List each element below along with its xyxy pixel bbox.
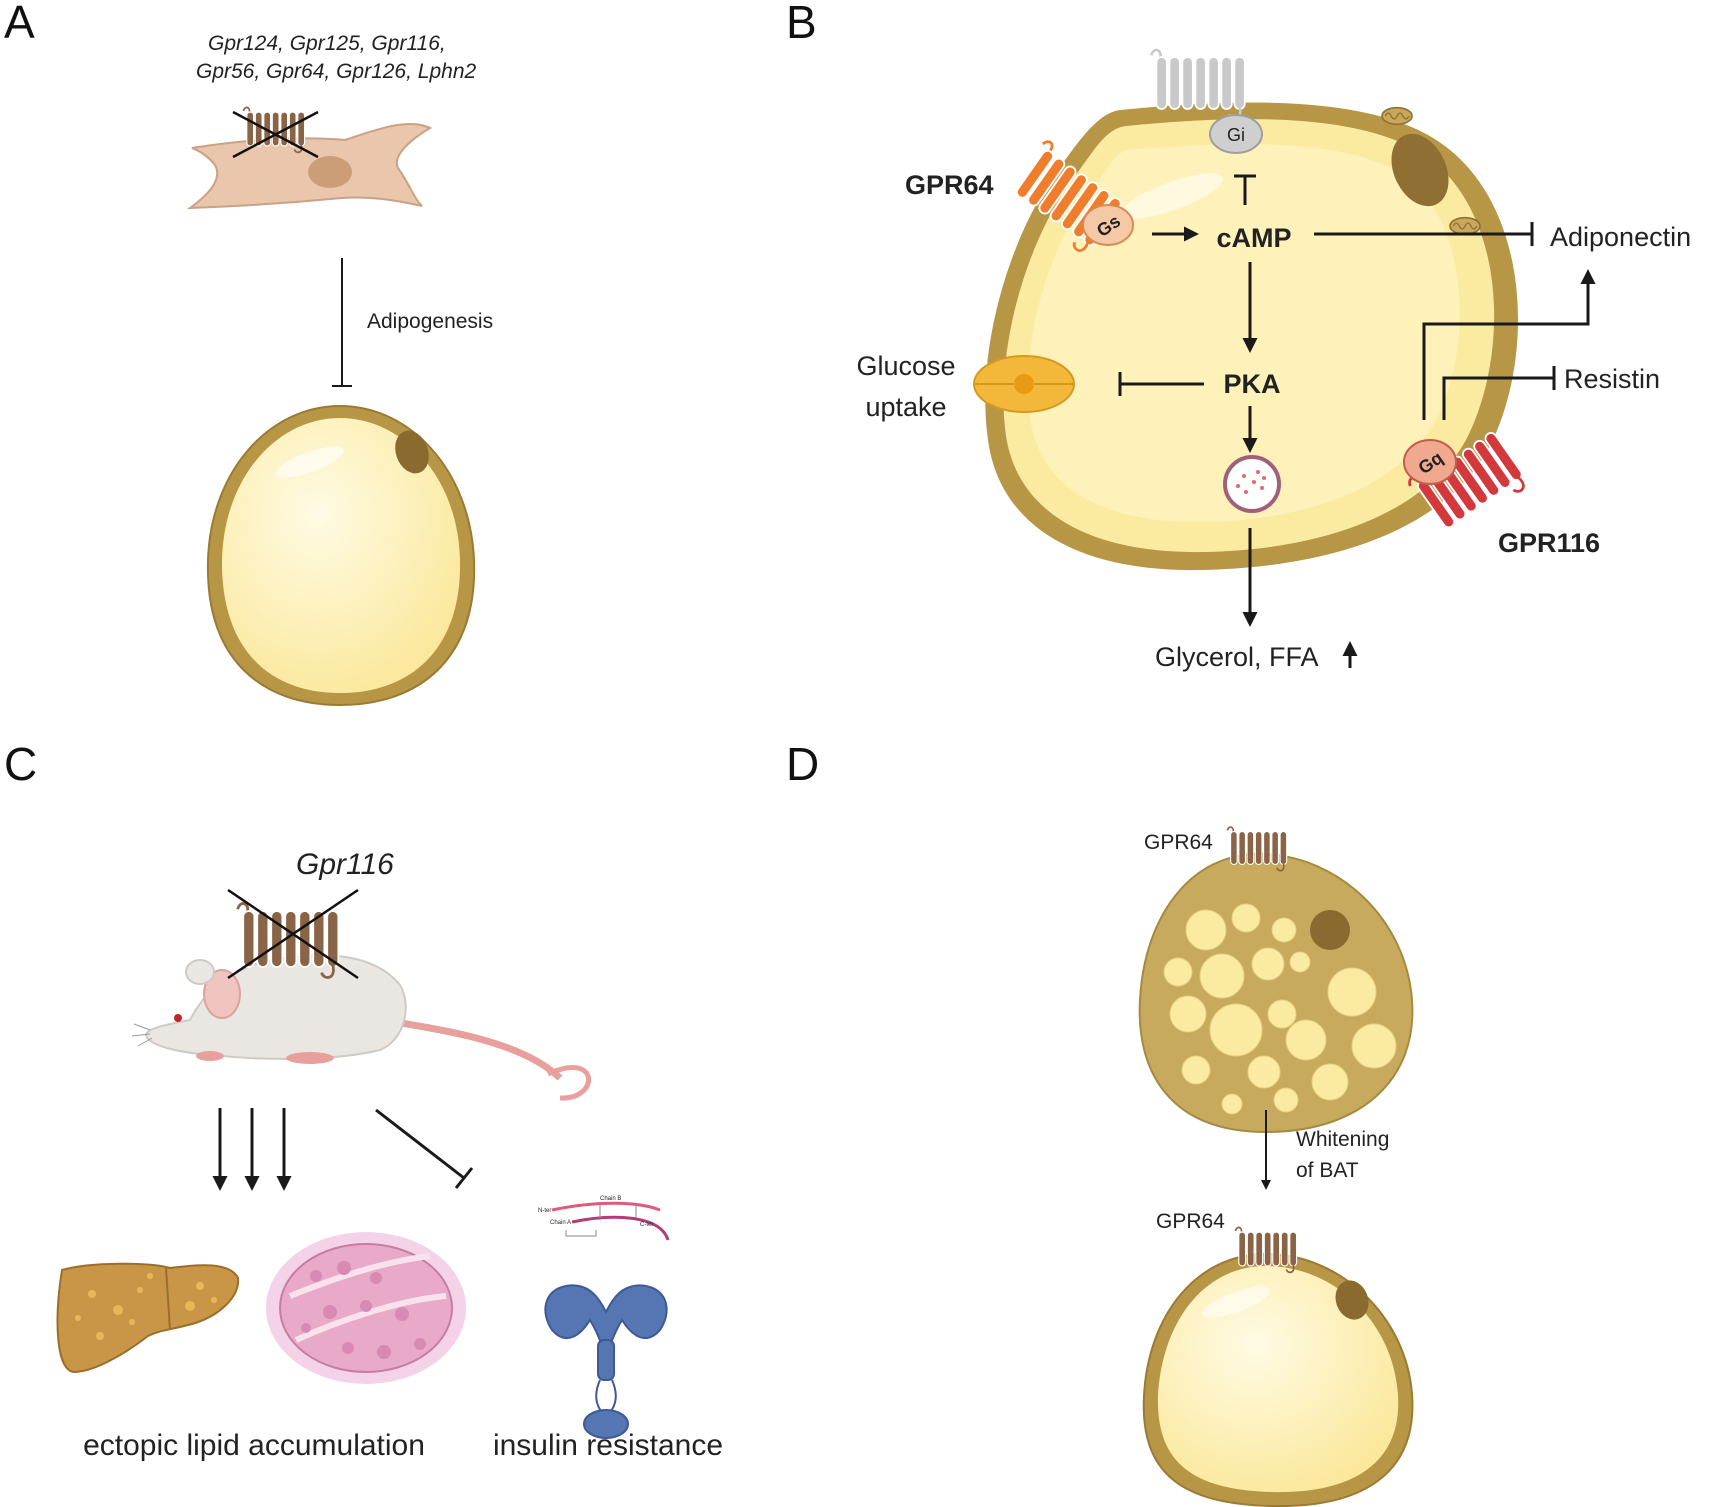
insulin-resistance-label: insulin resistance bbox=[493, 1429, 723, 1462]
pka-label: PKA bbox=[1223, 369, 1280, 399]
nucleus-b bbox=[1391, 133, 1449, 207]
panel-c: C Gpr116 bbox=[4, 738, 723, 1462]
fatty-liver-icon bbox=[56, 1262, 240, 1374]
panel-d: D GPR64 Whitening of BAT bbox=[786, 738, 1414, 1507]
gpr116-label-b: GPR116 bbox=[1498, 528, 1600, 558]
whitened-adipocyte-nucleus bbox=[1335, 1280, 1369, 1320]
brown-adipocyte bbox=[1138, 852, 1414, 1134]
whitening-label-line-2: of BAT bbox=[1296, 1159, 1359, 1182]
c-ter-label: C-ter bbox=[640, 1222, 653, 1228]
whitened-adipocyte bbox=[1142, 1252, 1414, 1507]
insulin-receptor-icon bbox=[544, 1284, 668, 1439]
mature-adipocyte bbox=[206, 404, 476, 707]
gpr64-receptor-bottom-icon bbox=[1234, 1226, 1298, 1274]
glycerol-ffa-label: Glycerol, FFA bbox=[1155, 642, 1319, 672]
insulin-inhibition-line bbox=[375, 1108, 465, 1180]
gq-to-adiponectin-arrow bbox=[1422, 269, 1596, 420]
knockout-cross-line bbox=[232, 110, 319, 159]
knockout-cross-line bbox=[227, 888, 359, 980]
mouse-eye bbox=[174, 1014, 182, 1022]
ectopic-lipid-label: ectopic lipid accumulation bbox=[83, 1429, 425, 1462]
brown-adipocyte-nucleus bbox=[1310, 910, 1350, 950]
glucose-uptake-label-line-2: uptake bbox=[865, 392, 946, 422]
gi-label: Gi bbox=[1227, 125, 1245, 145]
gene-list-line-2: Gpr56, Gpr64, Gpr126, Lphn2 bbox=[196, 60, 476, 83]
gene-label-c: Gpr116 bbox=[296, 848, 394, 881]
gpr64-label-top: GPR64 bbox=[1144, 831, 1213, 854]
gpr64-receptor-top-icon bbox=[1226, 825, 1288, 872]
gi-protein-icon bbox=[1209, 114, 1263, 154]
gq-protein-icon bbox=[1403, 439, 1457, 485]
gq-inhibits-resistin-line bbox=[1442, 376, 1554, 420]
panel-b-letter: B bbox=[786, 0, 817, 48]
insulin-chains-icon: Chain B Chain A N-ter C-ter bbox=[538, 1196, 670, 1241]
panel-b: B Gi Gs GPR64 Gq GPR116 Gl bbox=[786, 0, 1691, 672]
adiponectin-label: Adiponectin bbox=[1550, 222, 1691, 252]
panel-a-letter: A bbox=[4, 0, 35, 48]
adipocyte-nucleus bbox=[395, 430, 429, 474]
whitening-label-line-1: Whitening bbox=[1296, 1128, 1389, 1151]
muscle-tissue-icon bbox=[266, 1232, 466, 1384]
gpr64-label-bottom: GPR64 bbox=[1156, 1210, 1225, 1233]
mouse-illustration bbox=[131, 954, 592, 1101]
resistin-label: Resistin bbox=[1564, 364, 1660, 394]
glucose-uptake-label-line-1: Glucose bbox=[856, 351, 955, 381]
inhibition-bar bbox=[454, 1167, 474, 1189]
preadipocyte-nucleus bbox=[308, 156, 352, 188]
panel-c-letter: C bbox=[4, 738, 37, 790]
gpr64-label-b: GPR64 bbox=[905, 170, 994, 200]
chain-b-label: Chain B bbox=[600, 1196, 621, 1202]
lipid-droplet-icon bbox=[1223, 455, 1281, 513]
gene-list-line-1: Gpr124, Gpr125, Gpr116, bbox=[208, 32, 446, 55]
mitochondrion-icon bbox=[1449, 216, 1481, 236]
chain-a-label: Chain A bbox=[550, 1220, 571, 1226]
panel-d-letter: D bbox=[786, 738, 819, 790]
n-ter-label: N-ter bbox=[538, 1208, 551, 1214]
camp-label: cAMP bbox=[1216, 223, 1291, 253]
glucose-transporter-icon bbox=[973, 355, 1075, 413]
panel-a: A Gpr124, Gpr125, Gpr116, Gpr56, Gpr64, … bbox=[4, 0, 493, 707]
gs-protein-icon bbox=[1082, 204, 1134, 246]
adipogenesis-label: Adipogenesis bbox=[367, 310, 493, 333]
mitochondrion-icon bbox=[1381, 106, 1413, 126]
